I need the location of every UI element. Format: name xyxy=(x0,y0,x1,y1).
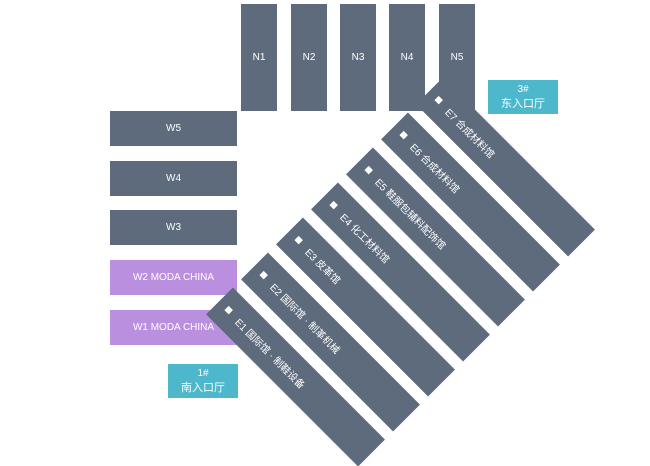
hall-n1[interactable]: N1 xyxy=(241,4,277,111)
exhibition-floor-map: N1 N2 N3 N4 N5 W5 W4 W3 W2 MODA CHINA W1… xyxy=(110,4,595,466)
hall-marker-icon xyxy=(363,165,373,175)
hall-w4[interactable]: W4 xyxy=(110,161,237,196)
hall-label: E4 化工材料馆 xyxy=(337,211,391,266)
hall-label: W4 xyxy=(166,173,181,184)
hall-label: W3 xyxy=(166,222,181,233)
hall-label: E6 合成材料馆 xyxy=(407,141,461,196)
hall-label: N4 xyxy=(400,52,414,63)
hall-label: N3 xyxy=(351,52,365,63)
hall-w5[interactable]: W5 xyxy=(110,111,237,146)
hall-marker-icon xyxy=(223,305,233,315)
gate-south[interactable]: 1# 南入口厅 xyxy=(168,364,238,398)
hall-w2[interactable]: W2 MODA CHINA xyxy=(110,260,237,295)
gate-number: 1# xyxy=(197,368,209,379)
hall-marker-icon xyxy=(398,130,408,140)
gate-label: 东入口厅 xyxy=(501,98,545,110)
hall-marker-icon xyxy=(328,200,338,210)
hall-n2[interactable]: N2 xyxy=(291,4,327,111)
gate-label: 南入口厅 xyxy=(181,382,225,394)
hall-label: W5 xyxy=(166,123,181,134)
hall-marker-icon xyxy=(258,270,268,280)
hall-label: E3 皮革馆 xyxy=(302,246,342,287)
hall-label: N2 xyxy=(302,52,316,63)
gate-east[interactable]: 3# 东入口厅 xyxy=(488,80,558,114)
hall-label: W2 MODA CHINA xyxy=(132,272,215,283)
gate-number: 3# xyxy=(517,84,529,95)
hall-n3[interactable]: N3 xyxy=(340,4,376,111)
hall-marker-icon xyxy=(433,95,443,105)
hall-label: N1 xyxy=(252,52,266,63)
hall-label: N5 xyxy=(450,52,464,63)
hall-w3[interactable]: W3 xyxy=(110,210,237,245)
hall-marker-icon xyxy=(293,235,303,245)
hall-n4[interactable]: N4 xyxy=(389,4,425,111)
hall-label: W1 MODA CHINA xyxy=(132,322,215,333)
